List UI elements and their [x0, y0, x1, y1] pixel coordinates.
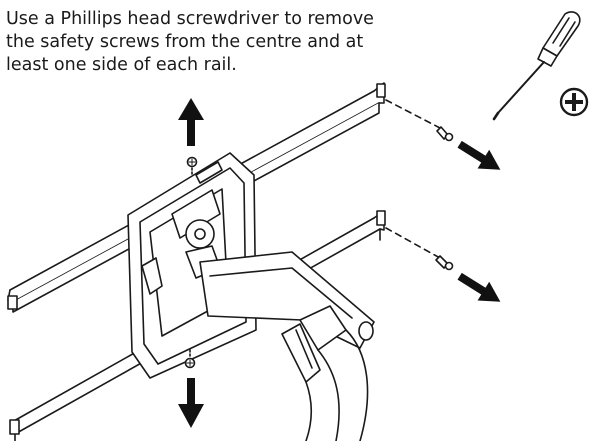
- rail-end-cap-right-bottom: [376, 210, 386, 226]
- instruction-line-2: the safety screws from the centre and at: [6, 32, 364, 52]
- arrow-down-icon: [178, 378, 204, 428]
- rail-end-cap-left-bottom: [9, 419, 20, 435]
- screws: [184, 99, 454, 369]
- screw-bottom-centre: [184, 349, 196, 369]
- screw-right-upper: [385, 99, 454, 142]
- screw-right-lower: [385, 227, 454, 271]
- rail-end-cap-right-top: [376, 83, 386, 98]
- arm-pivot-knob: [358, 321, 374, 341]
- plate-lock-lever: [141, 257, 163, 295]
- phillips-head-icon: [559, 87, 589, 117]
- removal-arrows: [178, 98, 501, 428]
- instruction-line-1: Use a Phillips head screwdriver to remov…: [6, 9, 374, 29]
- arrow-up-icon: [178, 98, 204, 146]
- screwdriver-icon: [492, 11, 581, 121]
- instruction-line-3: least one side of each rail.: [6, 55, 237, 75]
- screw-top-centre: [186, 156, 198, 177]
- rail-end-cap-left-top: [7, 295, 18, 310]
- instruction-text: Use a Phillips head screwdriver to remov…: [6, 8, 406, 77]
- articulating-arm: [199, 251, 375, 441]
- arrow-right-down-icon: [457, 140, 501, 170]
- arrow-right-down-icon: [457, 272, 501, 302]
